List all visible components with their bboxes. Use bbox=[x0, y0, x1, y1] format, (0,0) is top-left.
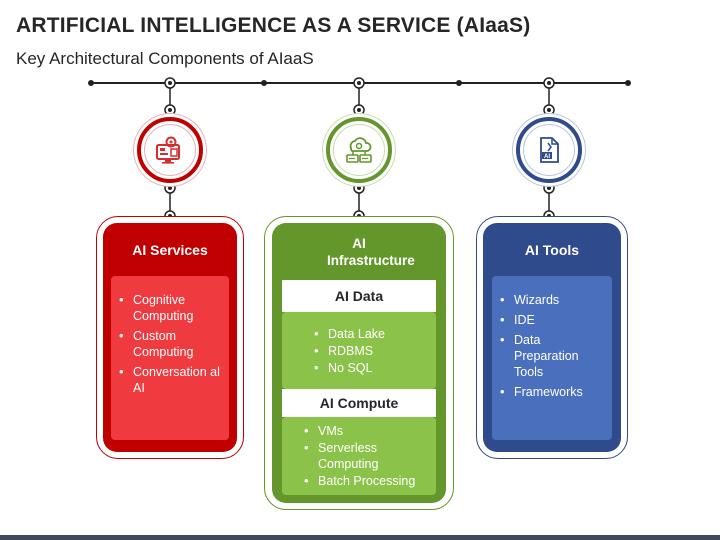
ai-tools-header: AI Tools bbox=[524, 242, 580, 258]
cloud-server-icon bbox=[346, 137, 372, 163]
svg-text:AI: AI bbox=[544, 154, 550, 160]
list-item: Data Lake bbox=[314, 326, 436, 342]
page-subtitle: Key Architectural Components of AIaaS bbox=[16, 49, 314, 68]
timeline-end-dot bbox=[625, 80, 631, 86]
ai-compute-title-box: AI Compute bbox=[282, 389, 436, 417]
bottom-bar bbox=[0, 535, 720, 540]
list-item: IDE bbox=[500, 312, 612, 328]
ai-services-panel: AI Services Cognitive Computing Custom C… bbox=[103, 223, 237, 452]
ai-tools-panel: AI Tools Wizards IDE Data Preparation To… bbox=[483, 223, 621, 452]
list-item: VMs bbox=[304, 423, 436, 439]
ai-data-list: Data Lake RDBMS No SQL bbox=[282, 326, 436, 376]
list-item: Custom Computing bbox=[119, 328, 229, 360]
ai-compute-list: VMs Serverless Computing Batch Processin… bbox=[282, 423, 436, 489]
ai-services-header: AI Services bbox=[132, 242, 208, 258]
list-item: Cognitive Computing bbox=[119, 292, 229, 324]
list-item: Frameworks bbox=[500, 384, 612, 400]
list-item: Wizards bbox=[500, 292, 612, 308]
ai-tools-list: Wizards IDE Data Preparation Tools Frame… bbox=[492, 292, 612, 400]
list-item: Data Preparation Tools bbox=[500, 332, 612, 380]
list-item: RDBMS bbox=[314, 343, 436, 359]
list-item: Serverless Computing bbox=[304, 440, 436, 472]
ai-services-list: Cognitive Computing Custom Computing Con… bbox=[111, 292, 229, 396]
ai-compute-items-box: VMs Serverless Computing Batch Processin… bbox=[282, 417, 436, 495]
ai-compute-title: AI Compute bbox=[319, 395, 399, 411]
list-item: Batch Processing bbox=[304, 473, 436, 489]
computer-gear-icon bbox=[156, 136, 180, 164]
list-item: Conversation al AI bbox=[119, 364, 229, 396]
ai-infrastructure-header: AI Infrastructure bbox=[327, 236, 415, 268]
ai-infrastructure-icon-circle bbox=[326, 117, 392, 183]
ai-data-items-box: Data Lake RDBMS No SQL bbox=[282, 312, 436, 389]
ai-services-items-box: Cognitive Computing Custom Computing Con… bbox=[111, 276, 229, 440]
timeline-start-dot bbox=[88, 80, 94, 86]
page-title: ARTIFICIAL INTELLIGENCE AS A SERVICE (AI… bbox=[16, 14, 531, 37]
ai-infrastructure-panel: AI Infrastructure AI Data Data Lake RDBM… bbox=[272, 223, 446, 503]
ai-tools-icon-circle: AI bbox=[516, 117, 582, 183]
ai-data-title-box: AI Data bbox=[282, 280, 436, 312]
ai-services-icon-circle bbox=[137, 117, 203, 183]
list-item: No SQL bbox=[314, 360, 436, 376]
ai-data-title: AI Data bbox=[334, 288, 384, 304]
ai-tools-items-box: Wizards IDE Data Preparation Tools Frame… bbox=[492, 276, 612, 440]
ai-document-icon: AI bbox=[540, 137, 559, 163]
